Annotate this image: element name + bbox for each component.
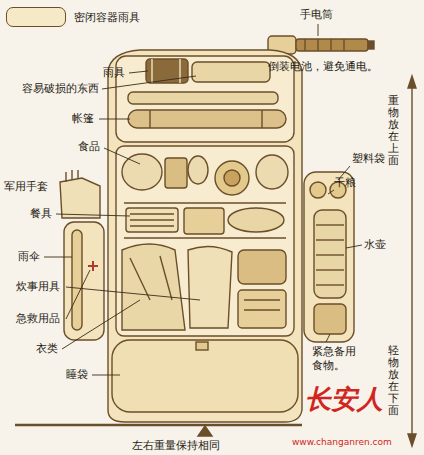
label: 容易破损的东西 [22,82,99,96]
label: 睡袋 [66,368,88,382]
label: 干粮 [334,176,356,190]
label: 军用手套 [4,180,48,194]
legend-text: 密闭容器雨具 [74,10,140,25]
vertical-note: 轻物放在下面 [388,345,399,418]
label: 衣类 [36,342,58,356]
label: 雨伞 [18,250,40,264]
label: 餐具 [30,207,52,221]
label: 雨具 [103,66,125,80]
note: 倒装电池，避免通电。 [268,60,378,74]
legend-sample [6,7,66,27]
label: 帐篷 [72,112,94,126]
label: 急救用品 [16,312,60,326]
note: 左右重量保持相同 [132,439,220,453]
label: 炊事用具 [16,280,60,294]
vertical-note: 重物放在上面 [388,95,399,168]
watermark-url: www.changanren.com [292,436,392,448]
label: 水壶 [364,238,386,252]
label: 手电筒 [300,8,333,22]
legend-item: 密闭容器雨具 [6,6,140,28]
label: 紧急备用食物。 [312,345,358,373]
label: 塑料袋 [352,152,385,166]
label: 食品 [78,140,100,154]
watermark: 长安人 [305,384,383,414]
